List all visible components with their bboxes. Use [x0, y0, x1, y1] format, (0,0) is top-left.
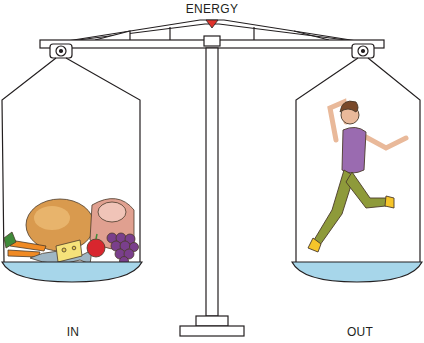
output-label: OUT: [347, 325, 373, 339]
left-pan: [2, 262, 142, 282]
scale-beam: [40, 20, 384, 48]
scale-stand: [180, 48, 244, 336]
right-pan: [292, 262, 422, 282]
input-label: IN: [67, 325, 80, 339]
scale-title: ENERGY: [186, 2, 238, 16]
food-pile: [4, 199, 139, 266]
dancer-figure: [308, 101, 406, 252]
pan-strings: [2, 58, 420, 262]
balance-pointer: [206, 20, 218, 28]
